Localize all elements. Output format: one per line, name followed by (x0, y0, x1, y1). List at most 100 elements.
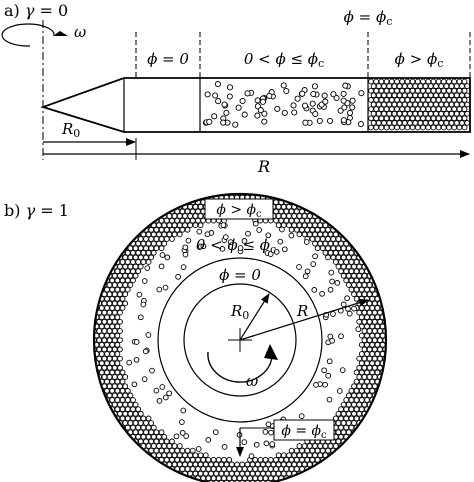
particle (377, 355, 383, 362)
particle (461, 106, 468, 112)
particle (189, 208, 196, 215)
particle (453, 83, 460, 89)
particle (378, 115, 385, 122)
particle (361, 337, 368, 344)
particle (220, 119, 227, 126)
phi-between-label-a: 0 < ϕ ≤ ϕc (244, 50, 324, 70)
particle (399, 115, 406, 122)
particle (236, 466, 243, 472)
particle (200, 466, 207, 472)
particle (443, 92, 450, 99)
particle (443, 110, 450, 117)
particle (278, 217, 285, 224)
particle (319, 226, 326, 233)
particle (241, 238, 248, 244)
particle (111, 364, 118, 371)
particle (364, 351, 370, 357)
particle (317, 231, 324, 238)
particle (313, 382, 319, 388)
particle (122, 291, 129, 298)
particle (378, 124, 385, 131)
particle (192, 452, 199, 459)
particle (135, 424, 142, 431)
particle (277, 238, 284, 245)
particle (378, 106, 385, 112)
particle (111, 401, 118, 408)
particle (114, 387, 121, 394)
particle (293, 466, 300, 472)
particle (111, 374, 118, 380)
particle (399, 87, 406, 94)
particle (161, 443, 168, 449)
particle (109, 277, 116, 284)
particle (378, 78, 385, 85)
particle (187, 470, 194, 477)
particle (404, 97, 411, 103)
particle (306, 443, 313, 449)
particle (111, 346, 118, 353)
particle (340, 272, 347, 279)
particle (283, 208, 290, 215)
particle (420, 87, 426, 94)
particle (275, 203, 282, 210)
particle (351, 305, 357, 312)
particle (296, 461, 303, 468)
particle (414, 87, 421, 94)
particle (163, 236, 170, 242)
particle (459, 83, 465, 89)
particle (153, 226, 160, 233)
particle (106, 383, 113, 390)
particle (106, 364, 113, 371)
particle (425, 87, 432, 94)
particle (422, 120, 429, 126)
particle (182, 251, 189, 258)
particle (169, 236, 175, 242)
particle (440, 87, 447, 94)
particle (174, 456, 181, 463)
particle (124, 249, 131, 256)
particle (124, 277, 131, 284)
particle (127, 263, 134, 270)
particle (381, 110, 387, 117)
particle (283, 217, 290, 224)
particle (262, 475, 269, 482)
particle (358, 397, 365, 403)
particle (430, 115, 437, 122)
particle (293, 217, 300, 224)
particle (221, 456, 227, 463)
particle (340, 117, 347, 124)
particle (252, 220, 259, 227)
particle (409, 124, 416, 131)
particle (273, 456, 279, 463)
particle (158, 226, 165, 233)
particle (124, 424, 131, 431)
particle (369, 286, 376, 293)
particle (355, 326, 362, 333)
particle (364, 305, 370, 311)
particle (361, 291, 368, 298)
particle (254, 470, 261, 477)
particle (182, 461, 188, 468)
outer-boundary (92, 192, 388, 482)
particle (366, 374, 373, 380)
particle (409, 87, 416, 94)
particle (358, 277, 365, 284)
particle (273, 249, 280, 255)
particle (122, 374, 129, 380)
particle (353, 295, 360, 302)
particle (171, 452, 178, 459)
particle (127, 420, 134, 426)
particle (353, 387, 360, 394)
particle (148, 420, 155, 426)
particle (340, 420, 347, 426)
particle (114, 305, 121, 311)
omega-label-b: ω (246, 372, 258, 390)
particle (153, 438, 160, 445)
particle (358, 341, 365, 348)
particle (204, 91, 211, 98)
particle (446, 115, 452, 122)
particle (114, 351, 121, 357)
particle (101, 364, 108, 371)
particle (182, 222, 188, 229)
particle (192, 213, 199, 219)
